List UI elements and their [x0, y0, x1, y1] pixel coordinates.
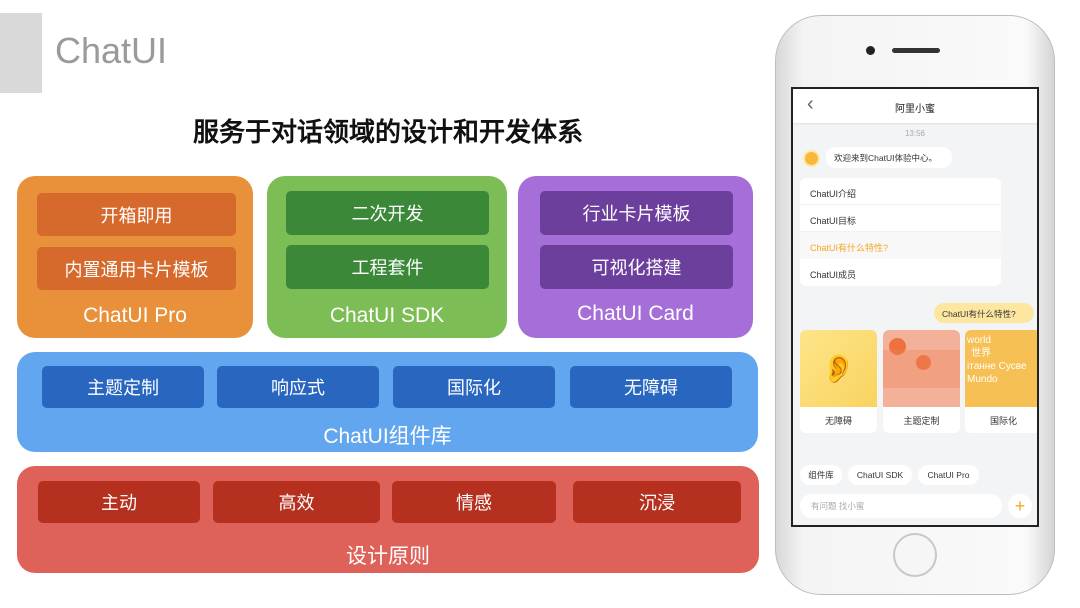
plus-button[interactable]: +	[1008, 494, 1032, 518]
phone-screen: ‹ 阿里小蜜 13:56 欢迎来到ChatUI体验中心。 ChatUI介绍 Ch…	[791, 87, 1039, 527]
brand-bar	[0, 13, 42, 93]
component-item: 无障碍	[570, 366, 732, 408]
feature-card[interactable]: 👂 无障碍	[800, 330, 877, 433]
principle-item: 沉浸	[573, 481, 741, 523]
quick-reply-chip[interactable]: ChatUI Pro	[918, 465, 979, 485]
menu-item-active[interactable]: ChatUI有什么特性?	[800, 232, 1001, 259]
menu-item[interactable]: ChatUI成员	[810, 270, 857, 280]
panel-component-library: 主题定制 响应式 国际化 无障碍 ChatUI组件库	[17, 352, 758, 452]
panel-label: ChatUI Pro	[83, 304, 187, 327]
speaker-icon	[892, 48, 940, 53]
user-bubble: ChatUI有什么特性?	[934, 303, 1034, 323]
home-button[interactable]	[893, 533, 937, 577]
back-icon[interactable]: ‹	[807, 93, 814, 115]
panel-chatui-sdk: 二次开发 工程套件 ChatUI SDK	[267, 176, 507, 338]
i18n-illustration: world 世界 ітанне Сусве Mundo	[965, 330, 1037, 407]
chat-header	[793, 89, 1037, 123]
panel-chatui-card: 行业卡片模板 可视化搭建 ChatUI Card	[518, 176, 753, 338]
bot-avatar	[803, 150, 820, 167]
camera-icon	[866, 46, 875, 55]
quick-reply-chip[interactable]: 组件库	[800, 465, 842, 485]
message-input[interactable]: 有问题 找小蜜	[800, 494, 1002, 518]
brand-title: ChatUI	[55, 30, 168, 71]
component-item: 响应式	[217, 366, 379, 408]
chat-title: 阿里小蜜	[895, 104, 935, 115]
panel-label: ChatUI组件库	[323, 425, 452, 448]
panel-label: ChatUI SDK	[329, 304, 445, 327]
welcome-bubble: 欢迎来到ChatUI体验中心。	[826, 147, 952, 168]
timestamp: 13:56	[904, 129, 926, 138]
panel-label: 设计原则	[346, 545, 430, 568]
panel-chatui-pro: 开箱即用 内置通用卡片模板 ChatUI Pro	[17, 176, 253, 338]
ear-icon: 👂	[800, 330, 877, 407]
pro-item: 开箱即用	[37, 193, 236, 236]
component-item: 主题定制	[42, 366, 204, 408]
feature-card[interactable]: world 世界 ітанне Сусве Mundo 国际化	[965, 330, 1037, 433]
principle-item: 情感	[392, 481, 556, 523]
pro-item: 内置通用卡片模板	[37, 247, 236, 290]
menu-card: ChatUI介绍 ChatUI目标 ChatUI有什么特性? ChatUI成员	[800, 178, 1001, 286]
card-item: 行业卡片模板	[540, 191, 733, 235]
sdk-item: 二次开发	[286, 191, 489, 235]
panel-label: ChatUI Card	[577, 302, 694, 325]
component-item: 国际化	[393, 366, 555, 408]
quick-reply-chip[interactable]: ChatUI SDK	[848, 465, 912, 485]
theme-illustration	[883, 330, 960, 407]
sdk-item: 工程套件	[286, 245, 489, 289]
card-item: 可视化搭建	[540, 245, 733, 289]
principle-item: 主动	[38, 481, 200, 523]
menu-item[interactable]: ChatUI介绍	[800, 178, 1001, 205]
page-title: 服务于对话领域的设计和开发体系	[192, 117, 583, 147]
panel-design-principles: 主动 高效 情感 沉浸 设计原则	[17, 466, 759, 573]
principle-item: 高效	[213, 481, 380, 523]
menu-item[interactable]: ChatUI目标	[800, 205, 1001, 232]
feature-card[interactable]: 主题定制	[883, 330, 960, 433]
